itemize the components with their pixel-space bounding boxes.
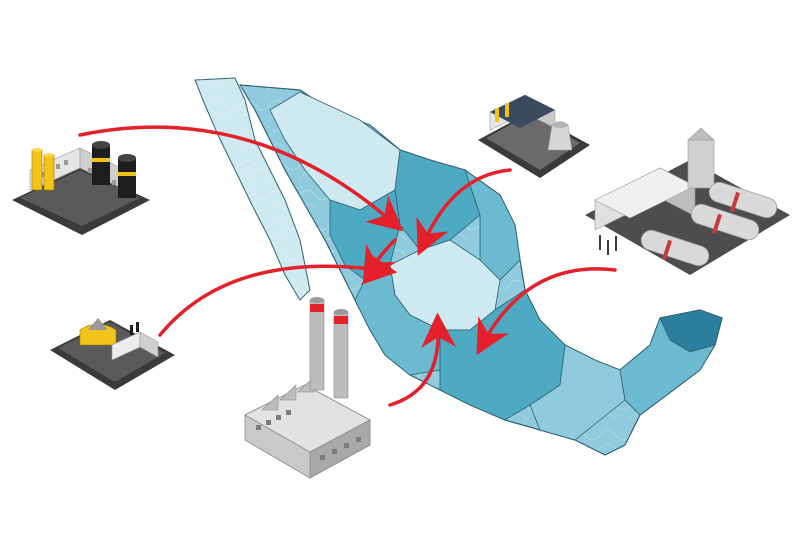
arrow-from-power-plant	[416, 168, 512, 256]
mining-plant-icon	[50, 318, 175, 390]
factory-icon	[244, 297, 371, 479]
arrow-inner-center	[362, 238, 397, 283]
arrow-from-mining	[158, 250, 398, 337]
gas-storage-icon	[585, 127, 790, 275]
map-region-southeast	[529, 344, 626, 441]
arrow-from-gas-storage	[476, 267, 617, 356]
supply-arrows	[78, 125, 617, 407]
power-plant-icon	[478, 94, 590, 178]
refinery-icon	[12, 141, 150, 235]
arrow-from-refinery	[78, 125, 404, 232]
arrow-from-factory	[388, 312, 457, 407]
map-region-gulf	[464, 168, 521, 281]
